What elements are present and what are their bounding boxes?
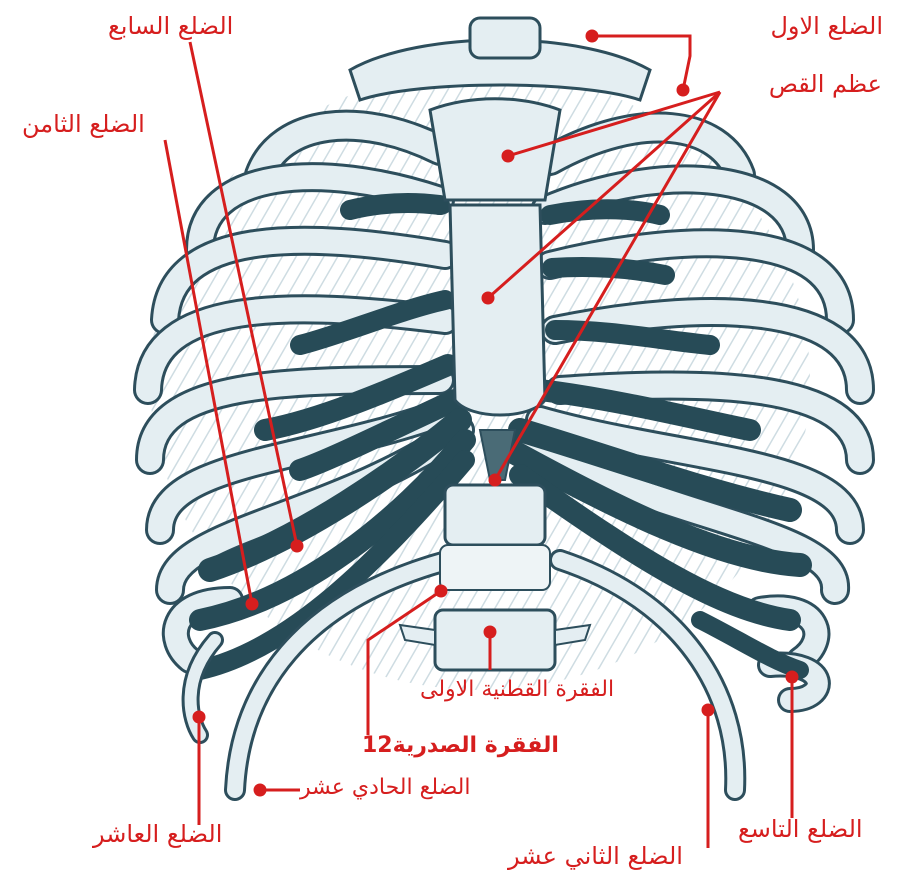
label-seventh-rib: الضلع السابع xyxy=(108,14,233,38)
label-twelfth-rib: الضلع الثاني عشر xyxy=(508,844,683,868)
label-first-rib: الضلع الاول xyxy=(770,14,883,38)
label-eleventh-rib: الضلع الحادي عشر xyxy=(300,777,471,799)
label-ninth-rib: الضلع التاسع xyxy=(738,817,863,841)
label-first-lumbar-vertebra: الفقرة القطنية الاولى xyxy=(420,679,614,701)
label-sternum: عظم القص xyxy=(769,72,882,96)
label-tenth-rib: الضلع العاشر xyxy=(93,822,222,846)
t12-vertebra xyxy=(445,485,545,545)
left-cartilage-1 xyxy=(350,203,440,210)
right-cartilage-2 xyxy=(552,267,665,275)
l1-vertebra xyxy=(435,610,555,670)
label-twelfth-thoracic-vertebra: الفقرة الصدرية12 xyxy=(362,735,559,757)
right-cartilage-1 xyxy=(550,209,660,215)
label-eighth-rib: الضلع الثامن xyxy=(22,112,145,136)
sternum-body xyxy=(450,205,545,415)
manubrium xyxy=(430,99,560,200)
